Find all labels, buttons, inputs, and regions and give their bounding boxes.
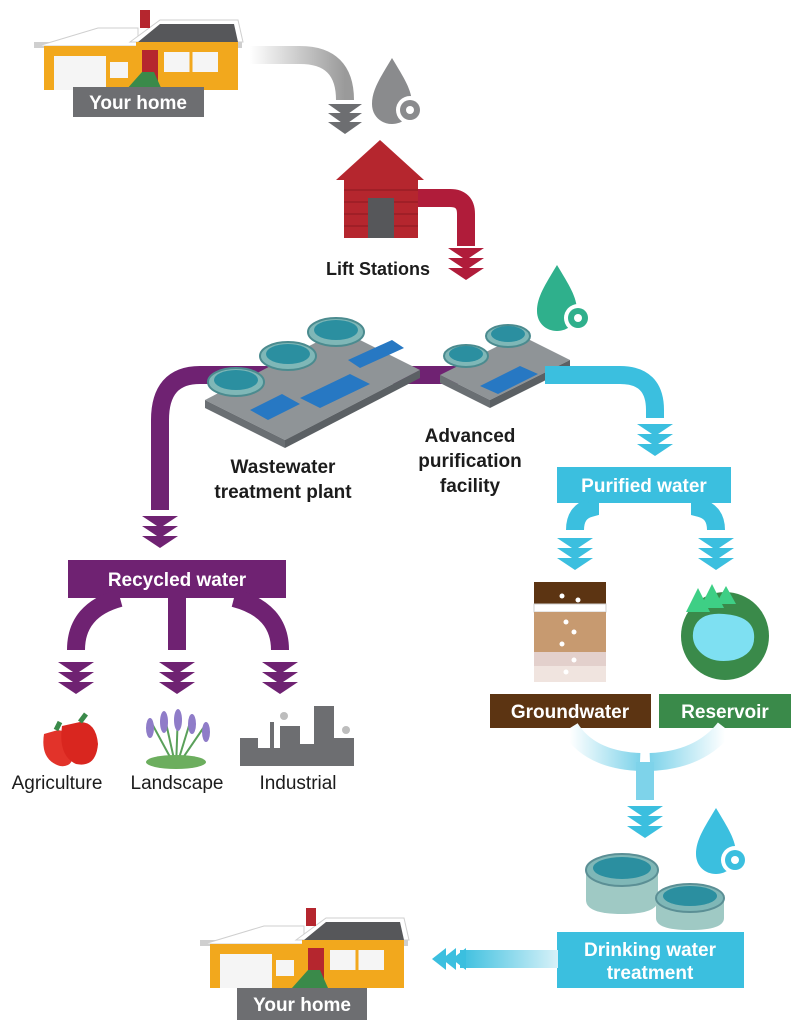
wastewater-plant-label-line1: Wastewater <box>231 457 336 478</box>
drinking-water-label-line2: treatment <box>607 963 694 984</box>
bottom-home-label: Your home <box>253 995 351 1016</box>
use-agriculture-label: Agriculture <box>12 773 103 794</box>
cyan-chevrons-icon <box>557 538 734 570</box>
recycled-branches <box>67 589 289 651</box>
plant-to-recycled-arrow <box>151 366 480 510</box>
top-home-label: Your home <box>89 93 187 114</box>
top-home-label-bg <box>73 87 204 117</box>
advanced-facility-label-line2: purification <box>418 451 521 472</box>
groundwater-label-bg <box>490 694 651 728</box>
facility-to-purified-arrow <box>545 366 664 418</box>
advanced-facility-label-line3: facility <box>440 476 501 497</box>
home-to-lift-arrow <box>250 46 354 101</box>
water-gear-icon <box>372 58 424 124</box>
treatment-to-home-arrow <box>460 950 558 968</box>
water-gear-icon <box>696 808 749 874</box>
wastewater-plant-label-line2: treatment plant <box>214 482 352 503</box>
cyan-left-chevrons-icon <box>432 948 466 970</box>
purple-chevrons-icon <box>142 516 178 548</box>
groundwater-icon <box>533 582 607 682</box>
peppers-icon <box>43 712 98 767</box>
house-icon <box>198 906 411 990</box>
merge-arrow <box>562 722 733 800</box>
house-icon <box>32 8 245 92</box>
bottom-home-label-bg <box>237 988 367 1020</box>
groundwater-label: Groundwater <box>511 702 630 723</box>
treatment-plant-icon <box>205 317 420 448</box>
factory-icon <box>240 706 354 766</box>
reservoir-label: Reservoir <box>681 702 769 723</box>
drinking-water-label-line1: Drinking water <box>584 940 717 961</box>
lift-station-icon <box>336 140 475 246</box>
reservoir-label-bg <box>659 694 791 728</box>
reservoir-icon <box>681 584 769 680</box>
cyan-chevrons-icon <box>637 424 673 456</box>
water-gear-icon <box>537 265 592 332</box>
purple-chevrons-icon <box>58 662 298 694</box>
gray-chevrons-icon <box>328 104 362 134</box>
cyan-chevrons-icon <box>627 806 663 838</box>
purified-water-label: Purified water <box>581 476 707 497</box>
drinking-water-label-bg <box>557 932 744 988</box>
crimson-chevrons-icon <box>448 248 484 280</box>
lift-stations-label: Lift Stations <box>326 259 430 279</box>
recycled-water-label: Recycled water <box>108 570 247 591</box>
lavender-icon <box>146 709 210 769</box>
use-landscape-label: Landscape <box>131 773 224 794</box>
recycled-water-label-bg <box>68 560 286 598</box>
drinking-water-tanks-icon <box>585 853 725 930</box>
advanced-facility-label-line1: Advanced <box>425 426 516 447</box>
purified-split-arrow <box>566 499 725 531</box>
use-industrial-label: Industrial <box>259 773 336 794</box>
purified-water-label-bg <box>557 467 731 503</box>
